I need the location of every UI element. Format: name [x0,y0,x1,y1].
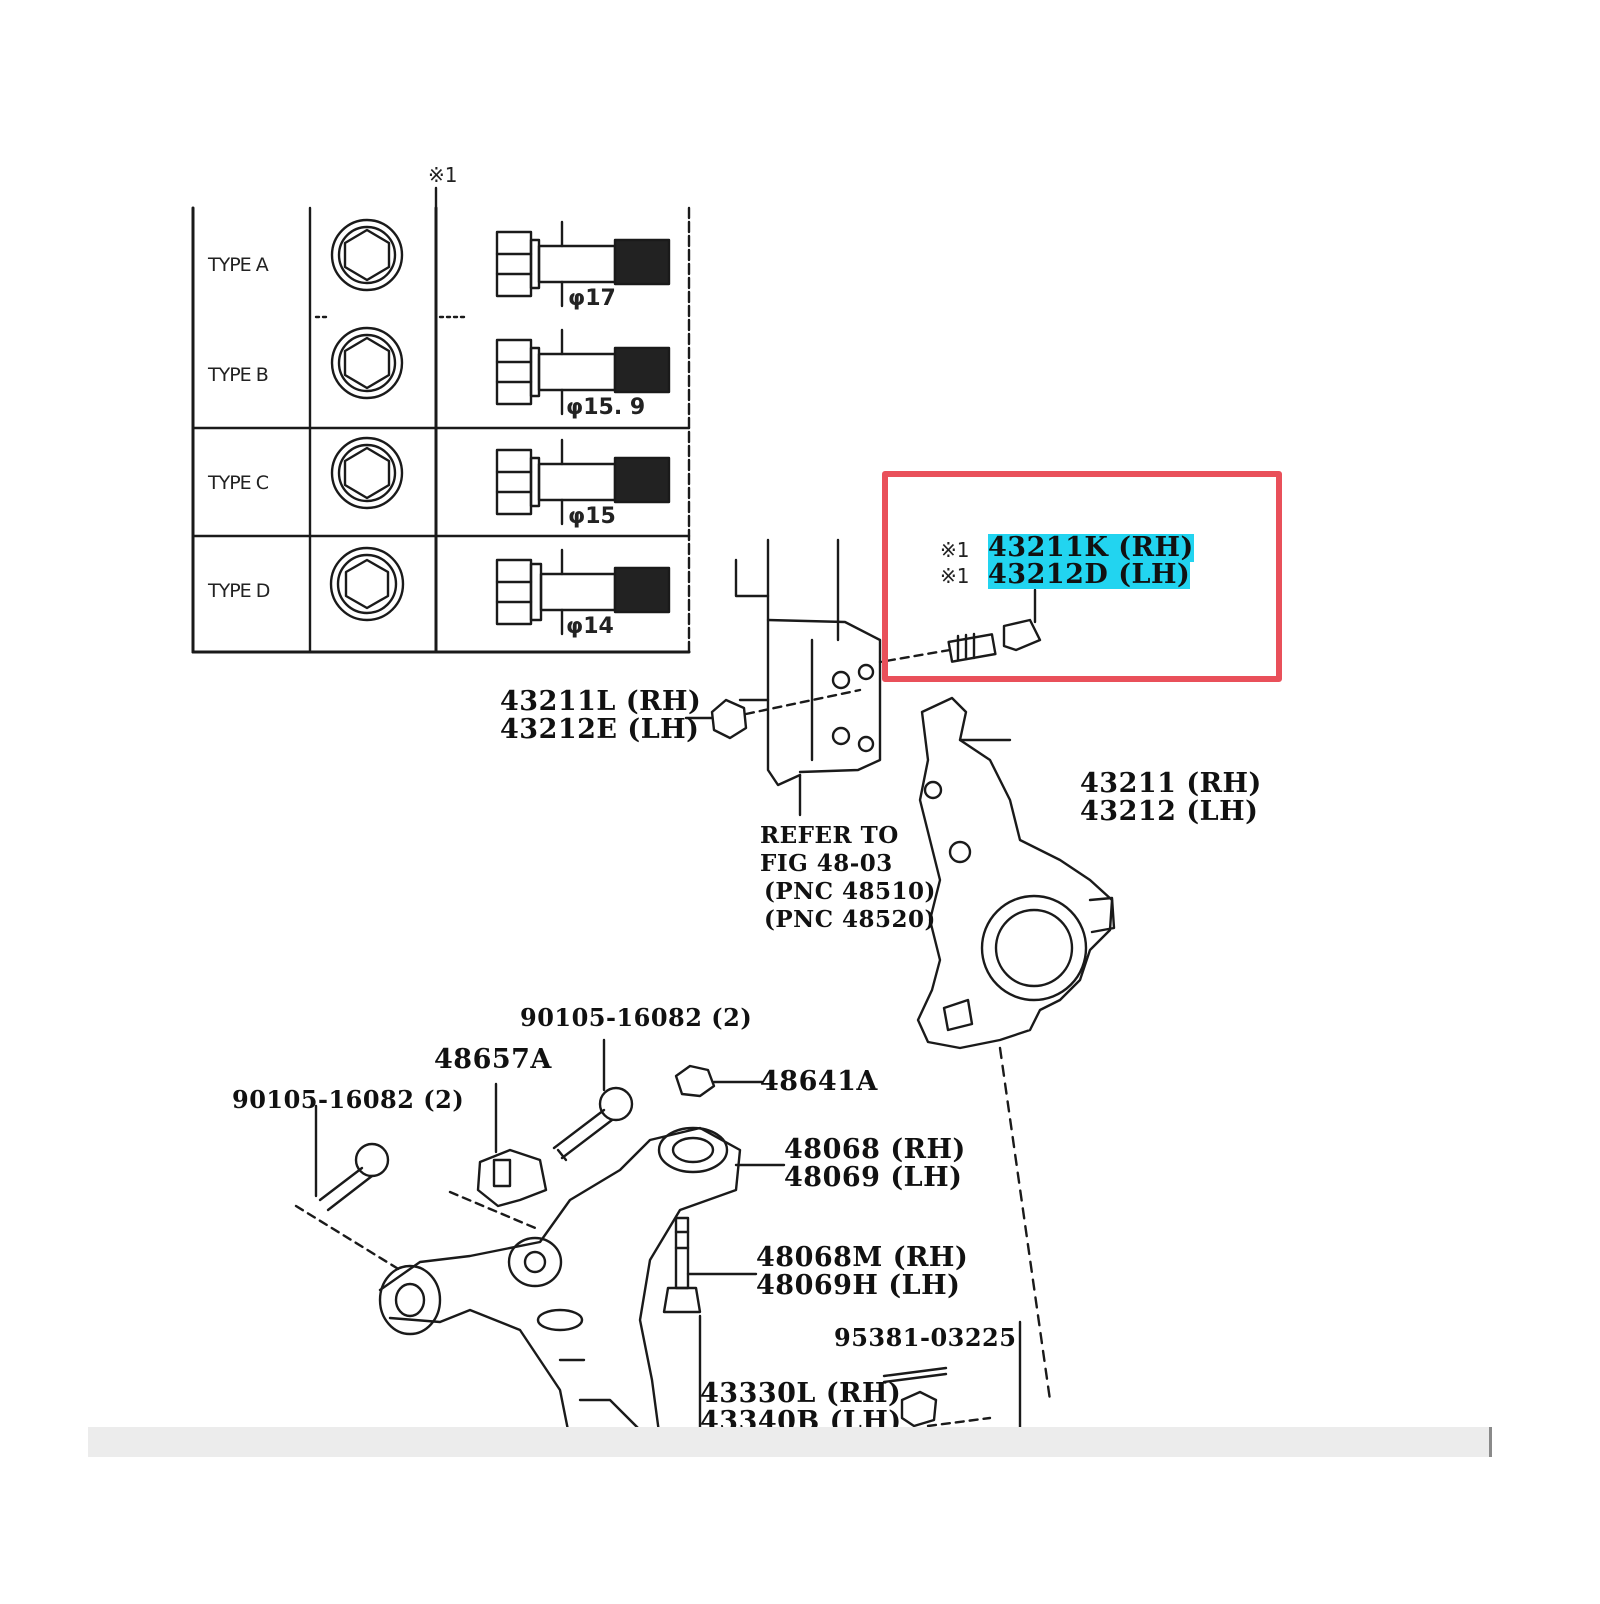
nut-48641a [674,1064,764,1098]
bolt-head-end-views [329,218,405,622]
table-row-type-c: TYPE C [208,472,269,494]
strut-bracket [734,538,882,817]
dimension-type-b: φ15. 9 [566,395,646,420]
scrollbar-thumb[interactable] [1489,1427,1492,1457]
label-bolt-left: 90105-16082 (2) [232,1085,465,1114]
highlight-part-lh[interactable]: 43212D (LH) [988,559,1191,590]
highlight-box [882,471,1282,682]
nut-43211l [684,688,862,740]
highlight-mark-2: ※1 [940,564,970,588]
horizontal-scrollbar[interactable] [88,1427,1492,1457]
highlight-part-rh[interactable]: 43211K (RH) [988,532,1194,563]
cotter-pin-and-nut [882,1320,1022,1432]
label-pin: 95381-03225 [834,1323,1017,1352]
label-bolt-top: 90105-16082 (2) [520,1003,753,1032]
table-row-type-d: TYPE D [208,580,270,602]
label-refer-1: REFER TO [760,822,899,849]
table-note-mark: ※1 [428,163,458,187]
label-arm-lh: 48069 (LH) [784,1162,963,1193]
label-nut-48641: 48641A [760,1066,878,1097]
label-bracket: 48657A [434,1044,552,1075]
bolt-side-views [495,220,671,636]
bolt-48068m [662,1216,758,1442]
label-knuckle-lh: 43212 (LH) [1080,796,1259,827]
bolt-90105-top [552,1038,634,1162]
dimension-type-a: φ17 [568,286,616,311]
label-knuckle-rh: 43211 (RH) [1080,768,1262,799]
label-refer-4: (PNC 48520) [764,906,936,933]
label-arm-rh: 48068 (RH) [784,1134,966,1165]
table-row-type-a: TYPE A [208,254,269,276]
label-refer-2: FIG 48-03 [760,850,893,877]
label-nut-lh: 43212E (LH) [500,714,700,745]
table-row-type-b: TYPE B [208,364,269,386]
dimension-type-c: φ15 [568,504,616,529]
label-bolt-arm-lh: 48069H (LH) [756,1270,961,1301]
highlight-mark-1: ※1 [940,538,970,562]
label-joint-lh: 43340B (LH) [700,1408,902,1428]
dimension-type-d: φ14 [566,614,614,639]
highlighted-bolt [878,588,1042,664]
bracket-48657a [448,1082,548,1232]
steering-knuckle [916,696,1116,1402]
label-refer-3: (PNC 48510) [764,878,936,905]
bolt-90105-left [294,1104,402,1272]
lower-control-arm [378,1126,742,1442]
label-joint-rh: 43330L (RH) [700,1378,902,1409]
bolt-type-table [191,186,691,654]
label-bolt-arm-rh: 48068M (RH) [756,1242,969,1273]
label-nut-rh: 43211L (RH) [500,686,702,717]
